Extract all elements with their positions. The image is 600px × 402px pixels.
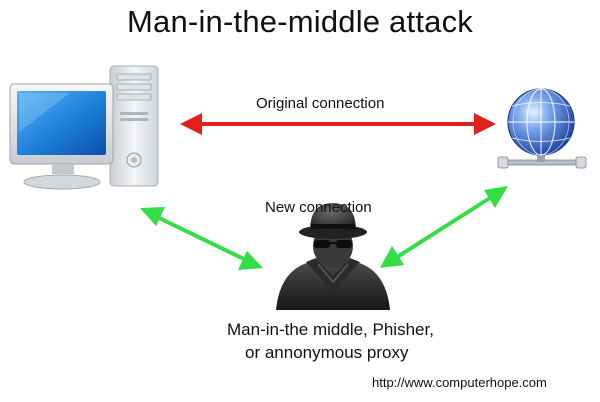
network-globe-icon xyxy=(497,88,587,169)
diagram-title: Man-in-the-middle attack xyxy=(127,4,473,39)
source-url: http://www.computerhope.com xyxy=(372,375,547,390)
attacker-caption-line1: Man-in-the middle, Phisher, xyxy=(227,320,434,339)
attacker-caption: Man-in-the middle, Phisher, or annonymou… xyxy=(227,318,507,364)
hacker-icon xyxy=(276,203,390,310)
new-connection-label: New connection xyxy=(265,199,372,216)
original-connection-label: Original connection xyxy=(256,95,385,112)
original-connection-arrow xyxy=(180,113,496,135)
new-connection-arrow-left xyxy=(140,207,263,270)
new-connection-arrow-right xyxy=(380,186,508,268)
attacker-caption-line2: or annonymous proxy xyxy=(245,343,409,362)
desktop-computer-icon xyxy=(9,65,159,190)
